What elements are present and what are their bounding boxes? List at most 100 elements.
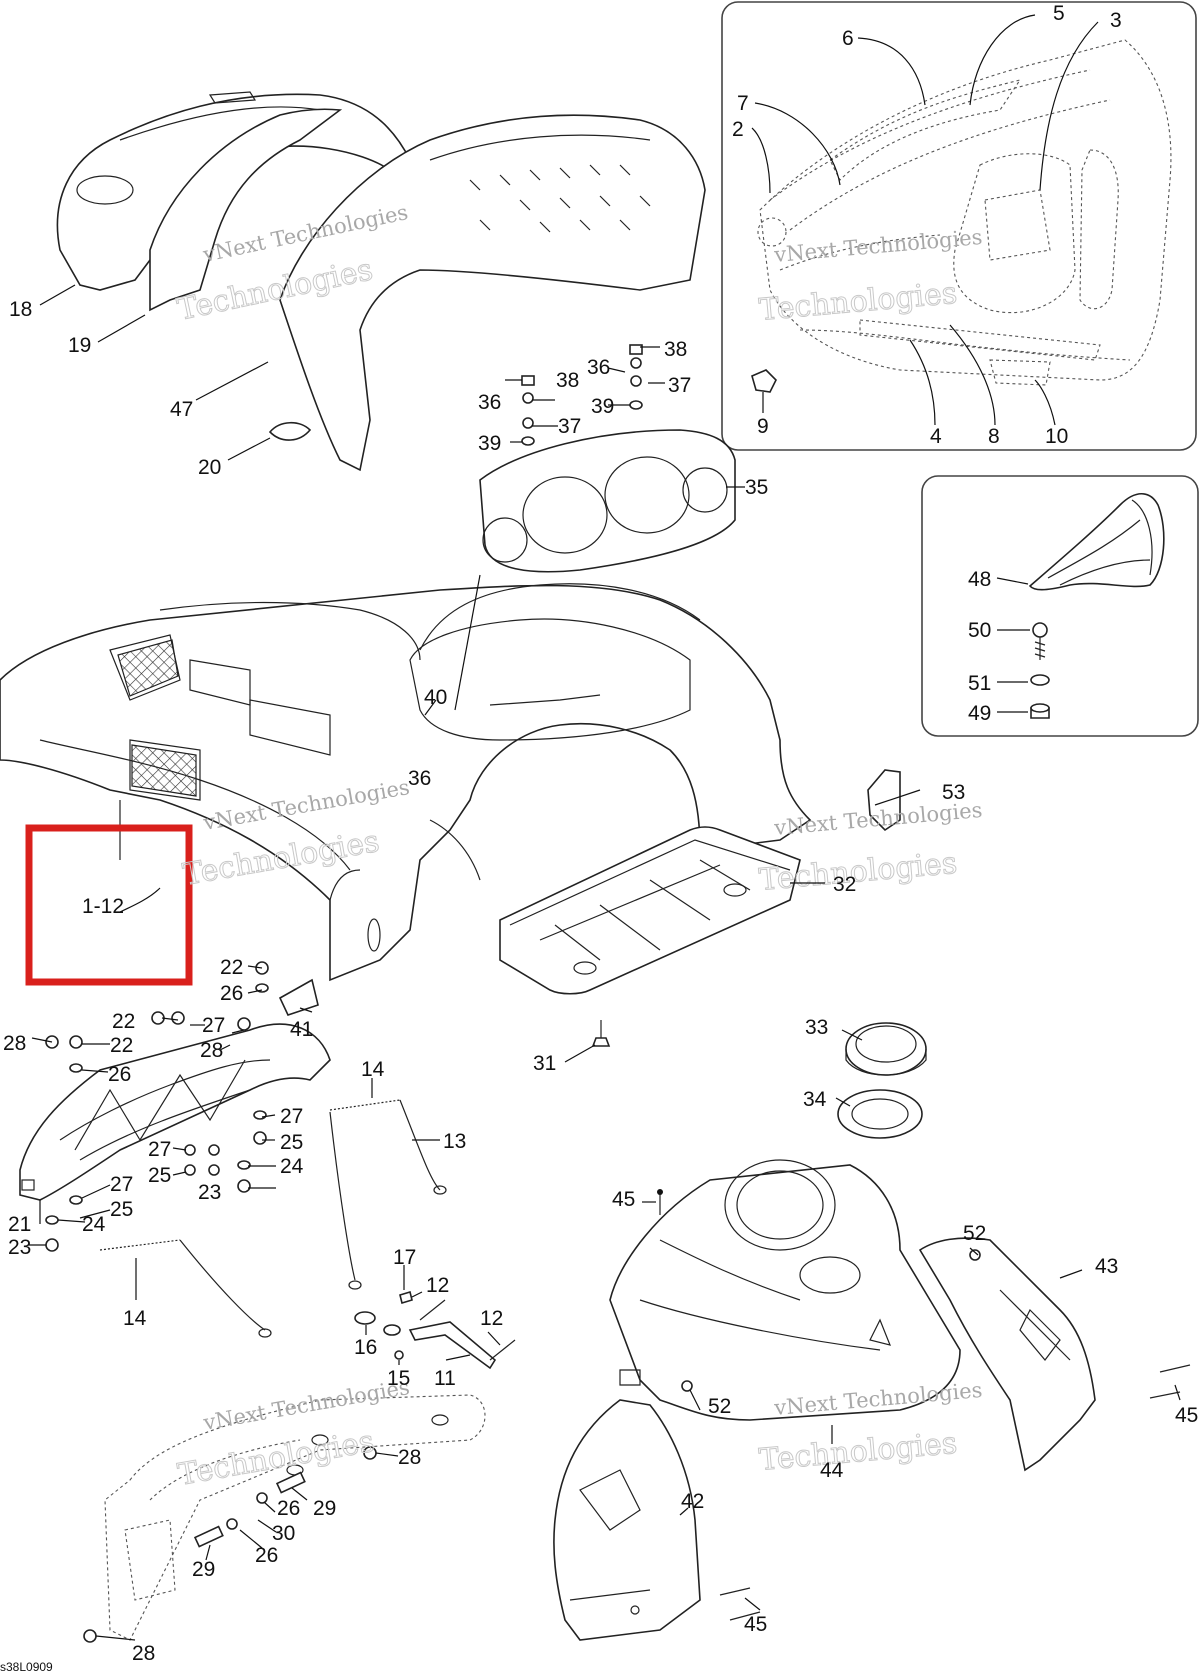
- callout-26b: 26: [108, 1063, 131, 1086]
- callout-10: 10: [1045, 425, 1068, 448]
- bolt-31: [591, 1020, 611, 1047]
- callout-28a: 28: [3, 1032, 26, 1055]
- grab-handle-assembly: [104, 1394, 486, 1641]
- callout-45c: 45: [744, 1613, 767, 1636]
- callout-28c: 28: [398, 1446, 421, 1469]
- rivet-12a: [419, 1299, 446, 1321]
- callout-14b: 14: [123, 1307, 147, 1330]
- callout-19: 19: [68, 334, 91, 357]
- grille-upper: [117, 639, 179, 697]
- bracket-41: [278, 978, 319, 1016]
- callout-36a: 36: [587, 356, 610, 379]
- gasket-34: [837, 1089, 923, 1139]
- callout-25a: 25: [280, 1131, 303, 1154]
- leader-lines: [28, 14, 1181, 1641]
- inset-panel-decals: [721, 1, 1197, 451]
- fastener-stack-right: [629, 344, 643, 410]
- callout-37a: 37: [668, 374, 691, 397]
- callout-26d: 26: [255, 1544, 278, 1567]
- ring-16b: [383, 1324, 401, 1336]
- hardware-scatter: [45, 961, 269, 1252]
- rivets-45-52: [657, 1189, 1191, 1621]
- callout-9: 9: [757, 415, 769, 438]
- ring-16: [354, 1311, 376, 1325]
- callout-6: 6: [842, 27, 854, 50]
- callout-36c: 36: [408, 767, 431, 790]
- callout-11: 11: [434, 1367, 456, 1390]
- console-44: [609, 1159, 961, 1421]
- grille-lower: [131, 744, 197, 797]
- callout-37b: 37: [558, 415, 581, 438]
- callout-12b: 12: [480, 1307, 503, 1330]
- callout-50: 50: [968, 619, 991, 642]
- callout-30: 30: [272, 1522, 295, 1545]
- svg-text:Technologies: Technologies: [758, 1426, 959, 1478]
- diagram-code: s38L0909: [0, 1660, 53, 1674]
- callout-52b: 52: [708, 1395, 731, 1418]
- filler-cap-33: [845, 1022, 927, 1076]
- pin-29-lower: [193, 1525, 224, 1548]
- callout-28d: 28: [132, 1642, 155, 1665]
- callout-27d: 27: [110, 1173, 133, 1196]
- highlight-box-1-12: [25, 824, 193, 986]
- spring-cable-lower: [99, 1239, 272, 1338]
- callout-34: 34: [803, 1088, 827, 1111]
- screw-50: [1032, 622, 1048, 660]
- callout-15: 15: [387, 1367, 410, 1390]
- svg-text:Technologies: Technologies: [758, 846, 959, 898]
- clip-9: [751, 369, 777, 393]
- support-brace-21: [19, 1023, 331, 1201]
- lever-11: [408, 1321, 497, 1370]
- callout-23a: 23: [198, 1181, 221, 1204]
- callout-22b: 22: [112, 1010, 135, 1033]
- svg-text:Technologies: Technologies: [758, 276, 959, 328]
- callout-40: 40: [424, 686, 447, 709]
- callout-7: 7: [737, 92, 749, 115]
- callout-53: 53: [942, 781, 965, 804]
- callout-26a: 26: [220, 982, 243, 1005]
- callout-25c: 25: [110, 1198, 133, 1221]
- rivet-17: [399, 1290, 413, 1305]
- callout-51: 51: [968, 672, 991, 695]
- callout-22c: 22: [110, 1034, 133, 1057]
- clip-20: [268, 421, 312, 441]
- callout-22a: 22: [220, 956, 243, 979]
- pin-29-upper: [275, 1471, 306, 1494]
- callout-17: 17: [393, 1246, 416, 1269]
- callout-24b: 24: [82, 1213, 106, 1236]
- callout-4: 4: [930, 425, 942, 448]
- callout-27a: 27: [202, 1014, 225, 1037]
- fastener-stack-left: [521, 375, 535, 446]
- callout-14a: 14: [361, 1058, 385, 1081]
- callout-24a: 24: [280, 1155, 304, 1178]
- callout-25b: 25: [148, 1164, 171, 1187]
- callout-1-12: 1-12: [82, 895, 124, 918]
- rivet-12b: [489, 1339, 516, 1361]
- hull-upper-body: [0, 583, 812, 982]
- bracket-53: [867, 769, 901, 832]
- instrument-bezel-35: [479, 429, 736, 573]
- callout-27c: 27: [148, 1138, 171, 1161]
- callout-16: 16: [354, 1336, 377, 1359]
- callout-49: 49: [968, 702, 991, 725]
- callout-2: 2: [732, 118, 744, 141]
- hood-panel-19: [149, 108, 343, 312]
- callout-29b: 29: [192, 1558, 215, 1581]
- callout-28b: 28: [200, 1039, 223, 1062]
- washer-26a: [256, 1492, 268, 1504]
- side-panel-42: [553, 1399, 701, 1641]
- side-panel-43: [918, 1237, 1096, 1472]
- callout-31: 31: [533, 1052, 556, 1075]
- pin-15: [394, 1350, 404, 1360]
- callout-41: 41: [290, 1018, 313, 1041]
- spring-cable-upper: [329, 1099, 447, 1290]
- svg-text:vNext Technologies: vNext Technologies: [201, 1375, 412, 1435]
- callout-13: 13: [443, 1130, 466, 1153]
- nut-28-lower: [83, 1629, 97, 1643]
- callout-48: 48: [968, 568, 991, 591]
- callout-3: 3: [1110, 9, 1122, 32]
- callout-26c: 26: [277, 1497, 300, 1520]
- callout-21: 21: [8, 1213, 31, 1236]
